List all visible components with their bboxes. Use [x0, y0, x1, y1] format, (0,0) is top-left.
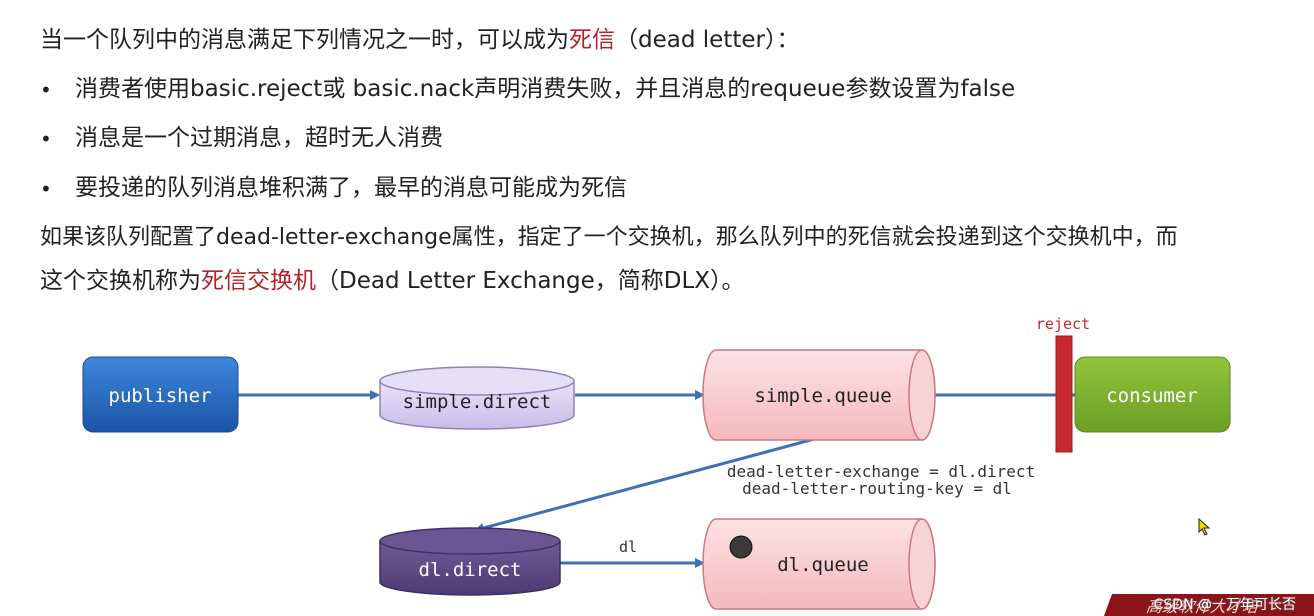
- publisher-label: publisher: [109, 385, 212, 407]
- csdn-watermark: CSDN @一万年可长否: [1153, 597, 1296, 613]
- arrow-queue-to-dl-exchange: [474, 436, 819, 533]
- paragraph-line: 这个交换机称为死信交换机（Dead Letter Exchange，简称DLX）…: [40, 266, 745, 296]
- dead-letter-routing-key-arg: dead-letter-routing-key = dl: [742, 479, 1012, 498]
- paragraph-highlight: 死信交换机: [201, 268, 316, 294]
- simple-direct-label: simple.direct: [403, 391, 552, 413]
- mouse-cursor-icon: [1198, 517, 1212, 540]
- bullet-marker: •: [40, 127, 52, 151]
- publisher-node: [82, 356, 239, 433]
- dl-queue-label: dl.queue: [777, 554, 869, 576]
- reject-bar: [1055, 335, 1073, 453]
- bullet-item: 要投递的队列消息堆积满了，最早的消息可能成为死信: [75, 175, 627, 201]
- dl-edge-label: dl: [619, 538, 637, 556]
- dead-message-dot: [729, 535, 753, 559]
- consumer-node: [1074, 356, 1231, 433]
- reject-label: reject: [1036, 315, 1090, 333]
- paragraph-prefix: 这个交换机称为: [40, 268, 201, 294]
- bullet-marker: •: [40, 78, 52, 102]
- paragraph-suffix: （Dead Letter Exchange，简称DLX）。: [316, 268, 745, 294]
- bullet-item: 消费者使用basic.reject或 basic.nack声明消费失败，并且消息…: [75, 76, 1016, 102]
- dl-direct-node: [379, 527, 561, 596]
- simple-direct-node: [379, 366, 575, 430]
- paragraph-line: 如果该队列配置了dead-letter-exchange属性，指定了一个交换机，…: [40, 225, 1178, 250]
- intro-line: 当一个队列中的消息满足下列情况之一时，可以成为死信（dead letter）：: [40, 25, 799, 55]
- intro-suffix: （dead letter）：: [615, 27, 800, 53]
- intro-highlight: 死信: [569, 27, 615, 53]
- simple-queue-label: simple.queue: [754, 385, 891, 407]
- dead-letter-exchange-arg: dead-letter-exchange = dl.direct: [727, 462, 1035, 481]
- dl-queue-node: [702, 518, 936, 610]
- bullet-marker: •: [40, 177, 52, 201]
- consumer-label: consumer: [1106, 385, 1198, 407]
- dl-direct-label: dl.direct: [419, 559, 522, 581]
- simple-queue-node: [702, 349, 936, 441]
- intro-prefix: 当一个队列中的消息满足下列情况之一时，可以成为: [40, 27, 569, 53]
- bullet-item: 消息是一个过期消息，超时无人消费: [75, 125, 443, 151]
